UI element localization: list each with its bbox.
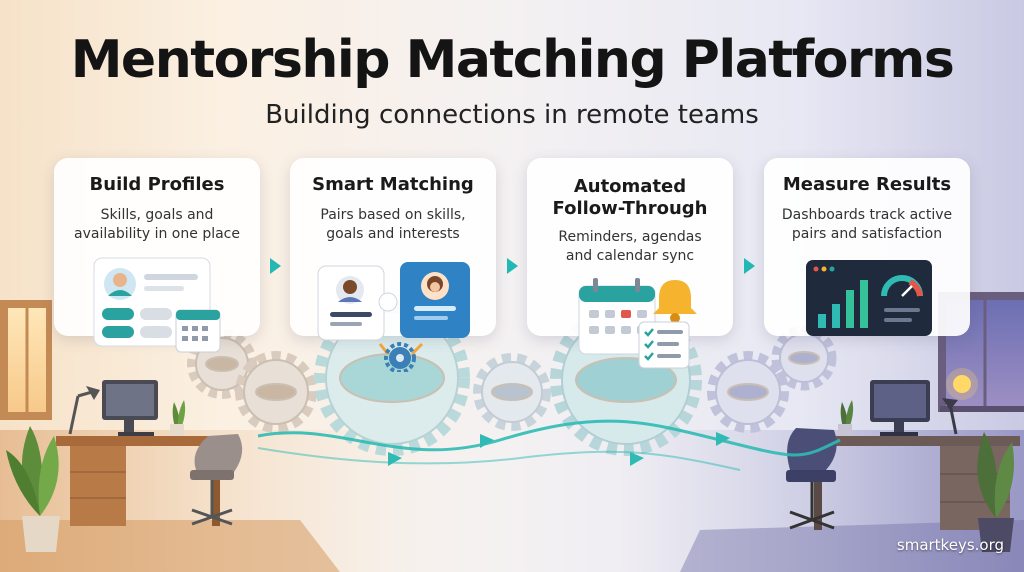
page-subtitle: Building connections in remote teams (265, 100, 759, 130)
step-description: Pairs based on skills, goals and interes… (320, 207, 466, 242)
calendar-bell-icon (578, 278, 697, 369)
step-title: Build Profiles (89, 174, 225, 195)
left-office-illustration (0, 300, 340, 572)
step-card-automated-follow-through: Automated Follow-Through Reminders, agen… (527, 158, 733, 369)
step-description: Skills, goals and availability in one pl… (74, 207, 240, 242)
step-description: Dashboards track active pairs and satisf… (781, 207, 953, 242)
step-title: Smart Matching (312, 174, 474, 195)
gears-illustration (187, 300, 837, 456)
arrow-right-icon (507, 258, 518, 274)
flow-line (257, 419, 841, 471)
puzzle-match-icon (317, 262, 470, 372)
step-card-smart-matching: Smart Matching Pairs based on skills, go… (290, 158, 496, 372)
step-title: Automated Follow-Through (552, 176, 708, 219)
step-card-measure-results: Measure Results Dashboards track active … (764, 158, 970, 336)
dashboard-icon (806, 260, 932, 336)
step-description: Reminders, agendas and calendar sync (558, 229, 702, 264)
watermark: smartkeys.org (896, 536, 1004, 554)
arrow-right-icon (270, 258, 281, 274)
profile-card-icon (93, 257, 221, 353)
step-card-build-profiles: Build Profiles Skills, goals and availab… (54, 158, 260, 353)
step-title: Measure Results (782, 174, 952, 195)
page-title: Mentorship Matching Platforms (70, 30, 955, 90)
arrow-right-icon (744, 258, 755, 274)
